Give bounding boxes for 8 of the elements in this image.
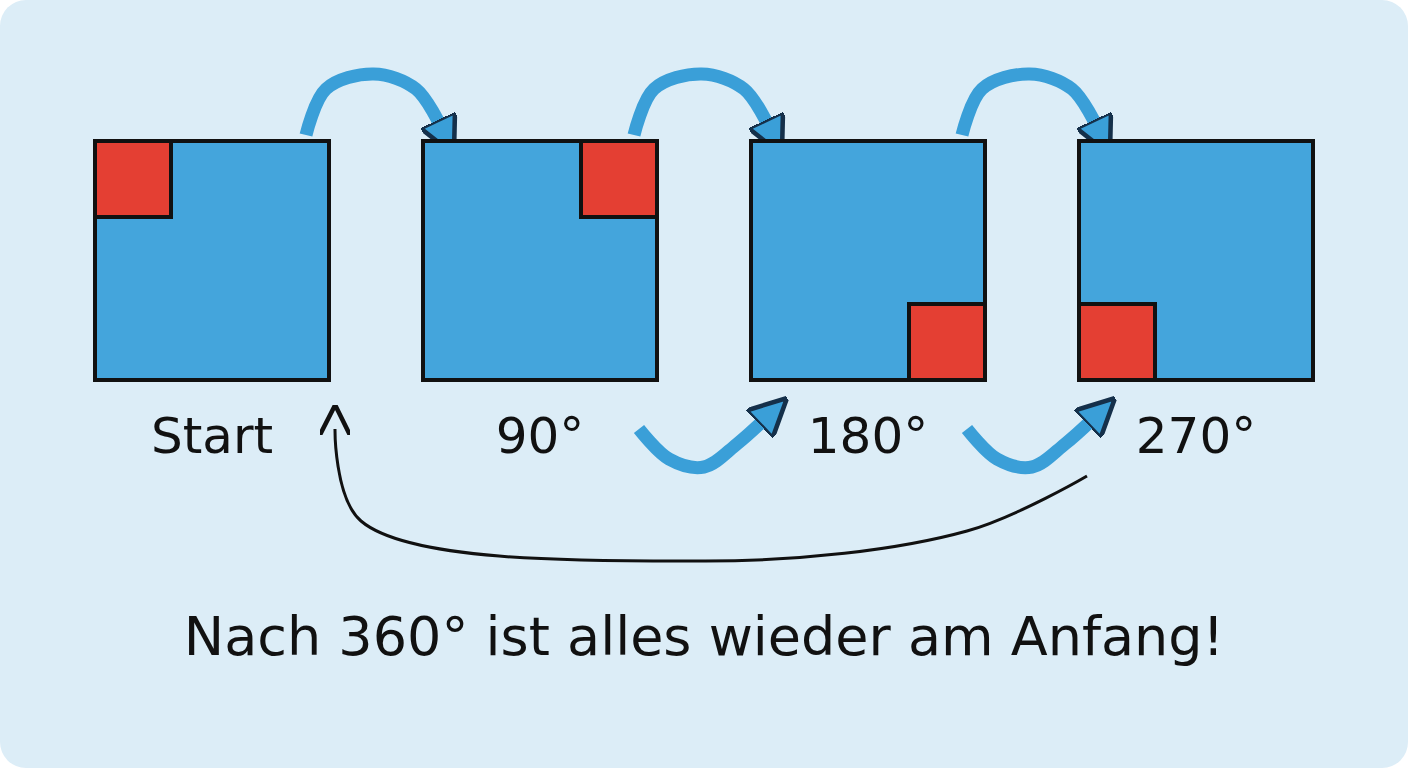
angle-label: 180° (807, 407, 929, 465)
angle-label: 270° (1135, 407, 1257, 465)
caption: Nach 360° ist alles wieder am Anfang! (183, 605, 1225, 668)
curved-arrow (961, 395, 1118, 474)
curved-arrow (633, 395, 790, 474)
angle-label: 90° (495, 407, 585, 465)
angle-label: Start (150, 407, 274, 465)
return-arrow (317, 402, 1088, 563)
